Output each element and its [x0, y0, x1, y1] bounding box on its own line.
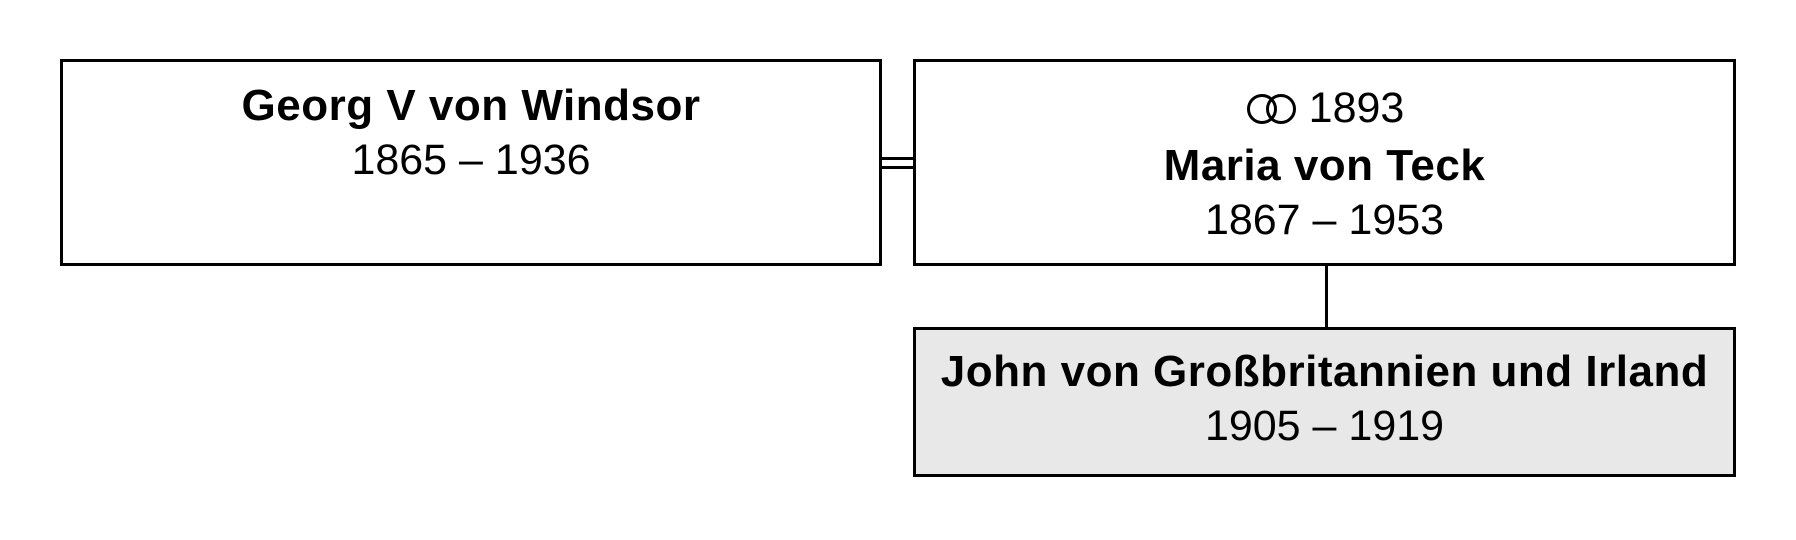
- person-dates-father: 1865 – 1936: [351, 136, 591, 184]
- person-name-mother: Maria von Teck: [1163, 141, 1486, 190]
- marriage-info: 1893: [916, 81, 1733, 139]
- person-name-father: Georg V von Windsor: [241, 81, 701, 130]
- person-box-mother: 1893 Maria von Teck 1867 – 1953: [913, 59, 1736, 266]
- marriage-year: 1893: [1308, 84, 1405, 132]
- interlocking-rings-icon: [1245, 85, 1299, 139]
- person-dates-child: 1905 – 1919: [1204, 402, 1445, 450]
- parent-child-connector: [1325, 266, 1328, 328]
- marriage-connector-bottom: [882, 166, 914, 169]
- marriage-connector-top: [882, 157, 914, 160]
- person-dates-mother: 1867 – 1953: [1204, 196, 1445, 244]
- person-name-child: John von Großbritannien und Irland: [940, 347, 1709, 396]
- person-box-father: Georg V von Windsor 1865 – 1936: [60, 59, 882, 266]
- person-box-child: John von Großbritannien und Irland 1905 …: [913, 327, 1736, 477]
